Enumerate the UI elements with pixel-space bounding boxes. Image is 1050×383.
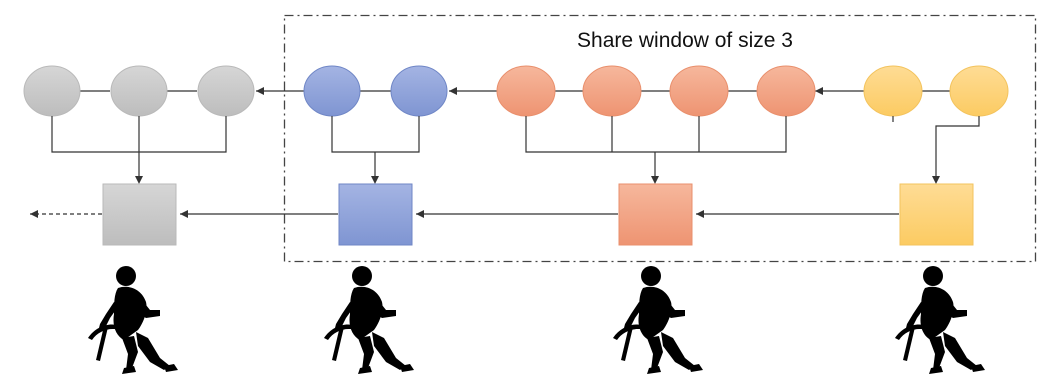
bracket-orange <box>525 116 787 178</box>
node-group-yellow <box>863 65 1009 117</box>
share-window-label: Share window of size 3 <box>577 29 793 52</box>
miner-icon <box>613 266 703 374</box>
node-circle <box>496 65 556 117</box>
miner-icon <box>88 266 178 374</box>
block-square-gray <box>102 183 177 246</box>
node-circle <box>23 65 81 117</box>
node-circle <box>390 65 448 117</box>
node-circle <box>949 65 1009 117</box>
node-group-orange <box>496 65 816 117</box>
node-circle <box>669 65 729 117</box>
node-circle <box>110 65 168 117</box>
bracket-gray <box>51 116 227 178</box>
arrowhead-orange <box>651 176 659 184</box>
node-circle <box>582 65 642 117</box>
block-square-orange <box>618 183 693 246</box>
aggregation-brackets <box>51 116 980 178</box>
node-group-blue <box>303 65 448 117</box>
arrowhead-blue <box>371 176 379 184</box>
miner-icon <box>324 266 414 374</box>
miner-icon <box>895 266 985 374</box>
bracket-arrowheads <box>135 176 940 184</box>
node-circle <box>756 65 816 117</box>
node-circle <box>197 65 255 117</box>
arrowhead-gray <box>135 176 143 184</box>
miners <box>88 266 985 374</box>
block-square-yellow <box>899 183 974 246</box>
share-window-box <box>283 14 1037 263</box>
block-square-blue <box>338 183 413 246</box>
node-circle <box>863 65 923 117</box>
bracket-blue <box>331 116 420 178</box>
node-group-gray <box>23 65 255 117</box>
node-circle <box>303 65 361 117</box>
bracket-yellow <box>892 116 980 178</box>
arrowhead-yellow <box>932 176 940 184</box>
